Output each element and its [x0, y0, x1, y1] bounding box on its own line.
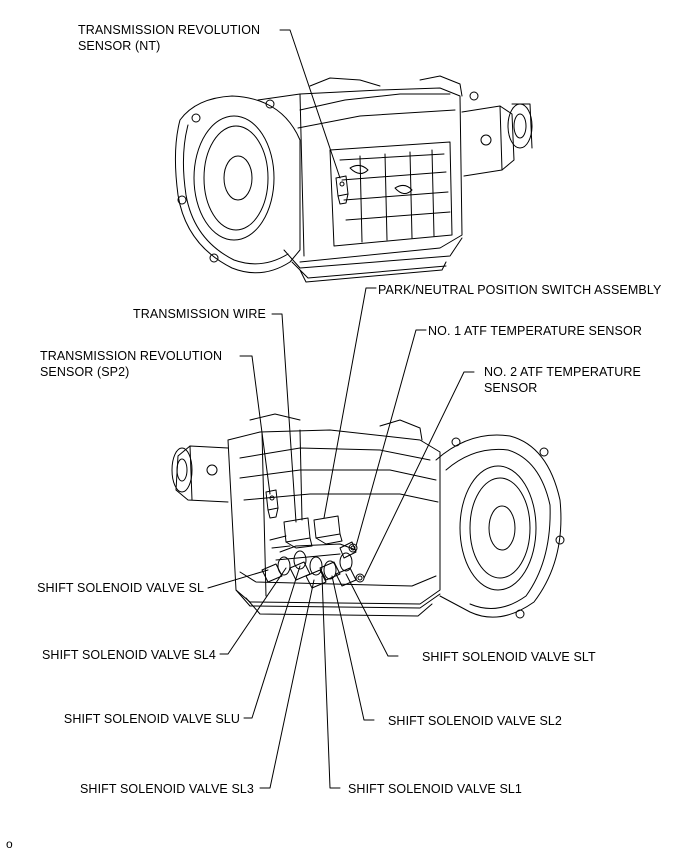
transmission-bottom-view [171, 413, 565, 619]
label-shift-solenoid-valve-sl2: SHIFT SOLENOID VALVE SL2 [388, 714, 562, 728]
label-shift-solenoid-valve-slu: SHIFT SOLENOID VALVE SLU [63, 712, 240, 726]
label-no1-atf-temperature-sensor: NO. 1 ATF TEMPERATURE SENSOR [428, 324, 642, 338]
label-park-neutral-position-switch-assembly: PARK/NEUTRAL POSITION SWITCH ASSEMBLY [378, 283, 662, 297]
label-no2-atf-temperature-sensor: NO. 2 ATF TEMPERATURE SENSOR [484, 365, 641, 395]
label-transmission-revolution-sensor-nt: TRANSMISSION REVOLUTION SENSOR (NT) [78, 23, 261, 53]
figure-code: o [6, 837, 13, 851]
label-transmission-revolution-sensor-sp2: TRANSMISSION REVOLUTION SENSOR (SP2) [40, 349, 223, 379]
label-shift-solenoid-valve-sl4: SHIFT SOLENOID VALVE SL4 [42, 648, 216, 662]
label-shift-solenoid-valve-sl3: SHIFT SOLENOID VALVE SL3 [80, 782, 254, 796]
label-shift-solenoid-valve-slt: SHIFT SOLENOID VALVE SLT [422, 650, 596, 664]
label-shift-solenoid-valve-sl1: SHIFT SOLENOID VALVE SL1 [348, 782, 522, 796]
label-shift-solenoid-valve-sl: SHIFT SOLENOID VALVE SL [37, 581, 204, 595]
label-transmission-wire: TRANSMISSION WIRE [133, 307, 266, 321]
leader-lines [207, 29, 475, 789]
transmission-top-view [174, 75, 533, 283]
